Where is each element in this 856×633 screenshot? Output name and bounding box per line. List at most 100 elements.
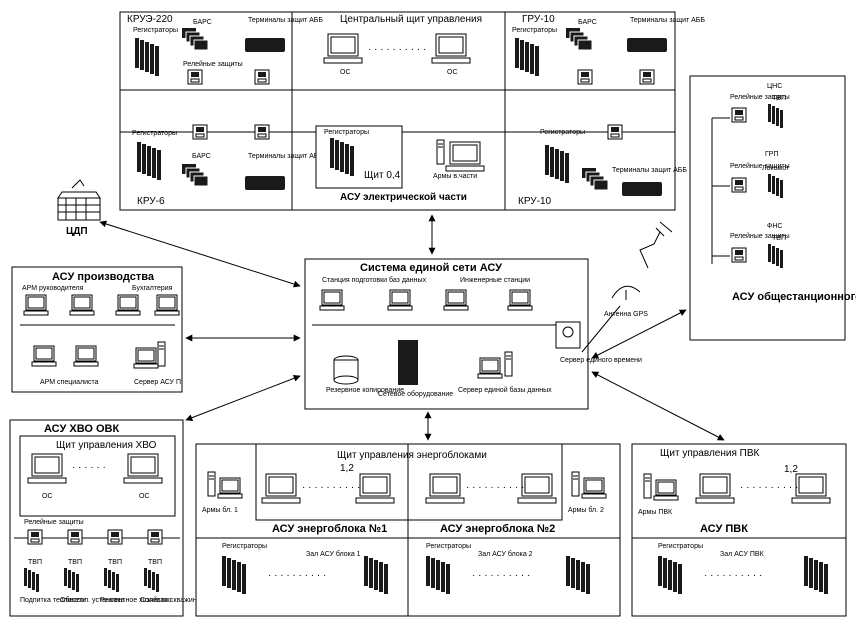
- kru6-registrators: Регистраторы: [132, 130, 177, 137]
- accounting-label: Бухгалтерия: [132, 285, 173, 292]
- prod-server-monitor-icon: [133, 347, 159, 369]
- block1-rack-dots: · · · · · · · · · ·: [268, 570, 326, 581]
- db-station1-icon: [319, 289, 345, 311]
- db-server-monitor-icon: [477, 357, 503, 379]
- engineering-label: Инженерные станции: [460, 277, 530, 284]
- station-title: АСУ общестанционного оборудования: [732, 291, 856, 303]
- hvo-panel: Щит управления ХВО: [56, 440, 157, 451]
- cdp-group: ЦДП: [57, 179, 101, 237]
- asu-network-group: Система единой сети АСУ Станция подготов…: [304, 258, 642, 410]
- network-title: Система единой сети АСУ: [360, 262, 502, 274]
- hvo-tvp4: ТВП: [148, 559, 162, 566]
- gps-group: Антенна GPS: [581, 221, 673, 353]
- pvk-title: АСУ ПВК: [700, 523, 748, 535]
- central-monitor2-icon: [431, 33, 471, 64]
- network-equip-label: Сетевое оборудование: [378, 390, 453, 398]
- kru6-terminal-icon: [245, 176, 285, 190]
- hvo-monitor2-icon: [123, 453, 163, 484]
- hvo-tvp1: ТВП: [28, 559, 42, 566]
- station-sub2: Локомот: [762, 165, 790, 172]
- kru10-relay-icon: [607, 124, 623, 140]
- station-relay1-icon: [731, 107, 747, 123]
- block1-monitor2-icon: [355, 473, 395, 504]
- block1-monitor1-icon: [261, 473, 301, 504]
- station-sub1: ТВП: [772, 95, 786, 102]
- arm-tower-icon: [436, 139, 445, 165]
- asu-pvk-group: Щит управления ПВК 1,2 Армы ПВК · · · · …: [631, 443, 847, 617]
- blocks-numbers: 1,2: [340, 463, 354, 474]
- hvo-unit3: Реагентное хозяйство: [100, 596, 172, 604]
- db-station2-icon: [387, 289, 413, 311]
- stations-db-label: Станция подготовки баз данных: [322, 276, 427, 284]
- block2-monitor1-icon: [425, 473, 465, 504]
- hvo-tvp3: ТВП: [108, 559, 122, 566]
- station-unit3: ФНС: [767, 223, 782, 230]
- hvo-monitor1-icon: [27, 453, 67, 484]
- prod-server-tower-icon: [157, 341, 166, 367]
- arrow-hvo-network: [185, 375, 301, 421]
- hvo-unit2: Обессол. установка: [60, 596, 125, 604]
- kru10-registrators: Регистраторы: [540, 129, 585, 136]
- pvk-panel: Щит управления ПВК: [660, 448, 759, 459]
- prod-pc6-icon: [73, 345, 99, 367]
- hvo-tvp2: ТВП: [68, 559, 82, 566]
- arm-monitor-icon: [445, 141, 485, 172]
- hvo-dots: · · · · · ·: [72, 462, 106, 473]
- block2-hall: Зал АСУ блока 2: [478, 550, 533, 558]
- gru10-relay2-icon: [639, 69, 655, 85]
- pvk-dots: · · · · · · · · · ·: [740, 482, 798, 493]
- connections: [99, 214, 725, 441]
- asu-hvo-group: АСУ ХВО ОВК Щит управления ХВО · · · · ·…: [9, 419, 201, 617]
- arrow-cdp-network: [99, 220, 301, 288]
- kru220-bars-label: БАРС: [193, 19, 212, 26]
- block2-rack-dots: · · · · · · · · · ·: [472, 570, 530, 581]
- hvo-relay4-icon: [147, 529, 163, 545]
- kru220-relay-label: Релейные защиты: [183, 60, 243, 68]
- block2-registrators: Регистраторы: [426, 543, 471, 550]
- pvk-arm-label: Армы ПВК: [638, 509, 673, 516]
- station-relay3-icon: [731, 247, 747, 263]
- block1-dots: · · · · · · · · · ·: [302, 482, 360, 493]
- station-relay2-icon: [731, 177, 747, 193]
- pvk-monitor1-icon: [695, 473, 735, 504]
- kru6-relay1-icon: [192, 124, 208, 140]
- prod-pc5-icon: [31, 345, 57, 367]
- asu-electric-title: АСУ электрической части: [340, 192, 467, 203]
- prod-pc3-icon: [115, 294, 141, 316]
- gru10-label: ГРУ-10: [522, 14, 555, 25]
- block1-arm-label: Армы бл. 1: [202, 506, 238, 514]
- hvo-title: АСУ ХВО ОВК: [44, 423, 119, 435]
- kru10-terminal-icon: [622, 182, 662, 196]
- central-monitor1-icon: [323, 33, 363, 64]
- asu-station-group: ЦНС ГРП ФНС Релейные защиты Релейные защ…: [689, 75, 856, 341]
- arm-label: Армы в.части: [433, 173, 477, 180]
- hvo-relay2-icon: [67, 529, 83, 545]
- hvo-relay1-icon: [27, 529, 43, 545]
- asu-block1-title: АСУ энергоблока №1: [272, 523, 387, 535]
- cdp-label: ЦДП: [66, 226, 88, 237]
- arm-heads-label: АРМ руководителя: [22, 285, 84, 292]
- gru10-terminal-icon: [627, 38, 667, 52]
- prod-pc1-icon: [23, 294, 49, 316]
- production-title: АСУ производства: [52, 271, 155, 283]
- block1-registrators: Регистраторы: [222, 543, 267, 550]
- gru10-registrators: Регистраторы: [512, 27, 557, 34]
- block1-hall: Зал АСУ блока 1: [306, 550, 361, 558]
- kru10-label: КРУ-10: [518, 196, 552, 207]
- station-relay1: Релейные защиты: [730, 93, 790, 101]
- kru6-bars-label: БАРС: [192, 153, 211, 160]
- block2-arm-tower-icon: [571, 471, 580, 497]
- kru220-label: КРУЭ-220: [127, 14, 173, 25]
- kru10-terminals: Терминалы защит АББ: [612, 167, 687, 174]
- kru220-terminal-icon: [245, 38, 285, 52]
- asu-production-group: АСУ производства АРМ руководителя Бухгал…: [11, 266, 183, 393]
- pvk-hall: Зал АСУ ПВК: [720, 551, 765, 558]
- pvk-rack-dots: · · · · · · · · · ·: [704, 570, 762, 581]
- pvk-arm-monitor-icon: [653, 479, 679, 501]
- asu-electric-group: КРУЭ-220 Регистраторы БАРС Терминалы защ…: [119, 11, 705, 211]
- blocks-panel: Щит управления энергоблоками: [337, 449, 487, 461]
- kru220-relay1-icon: [187, 69, 203, 85]
- block2-arm-monitor-icon: [581, 477, 607, 499]
- hvo-unit1: Подпитка теплосети: [20, 597, 86, 604]
